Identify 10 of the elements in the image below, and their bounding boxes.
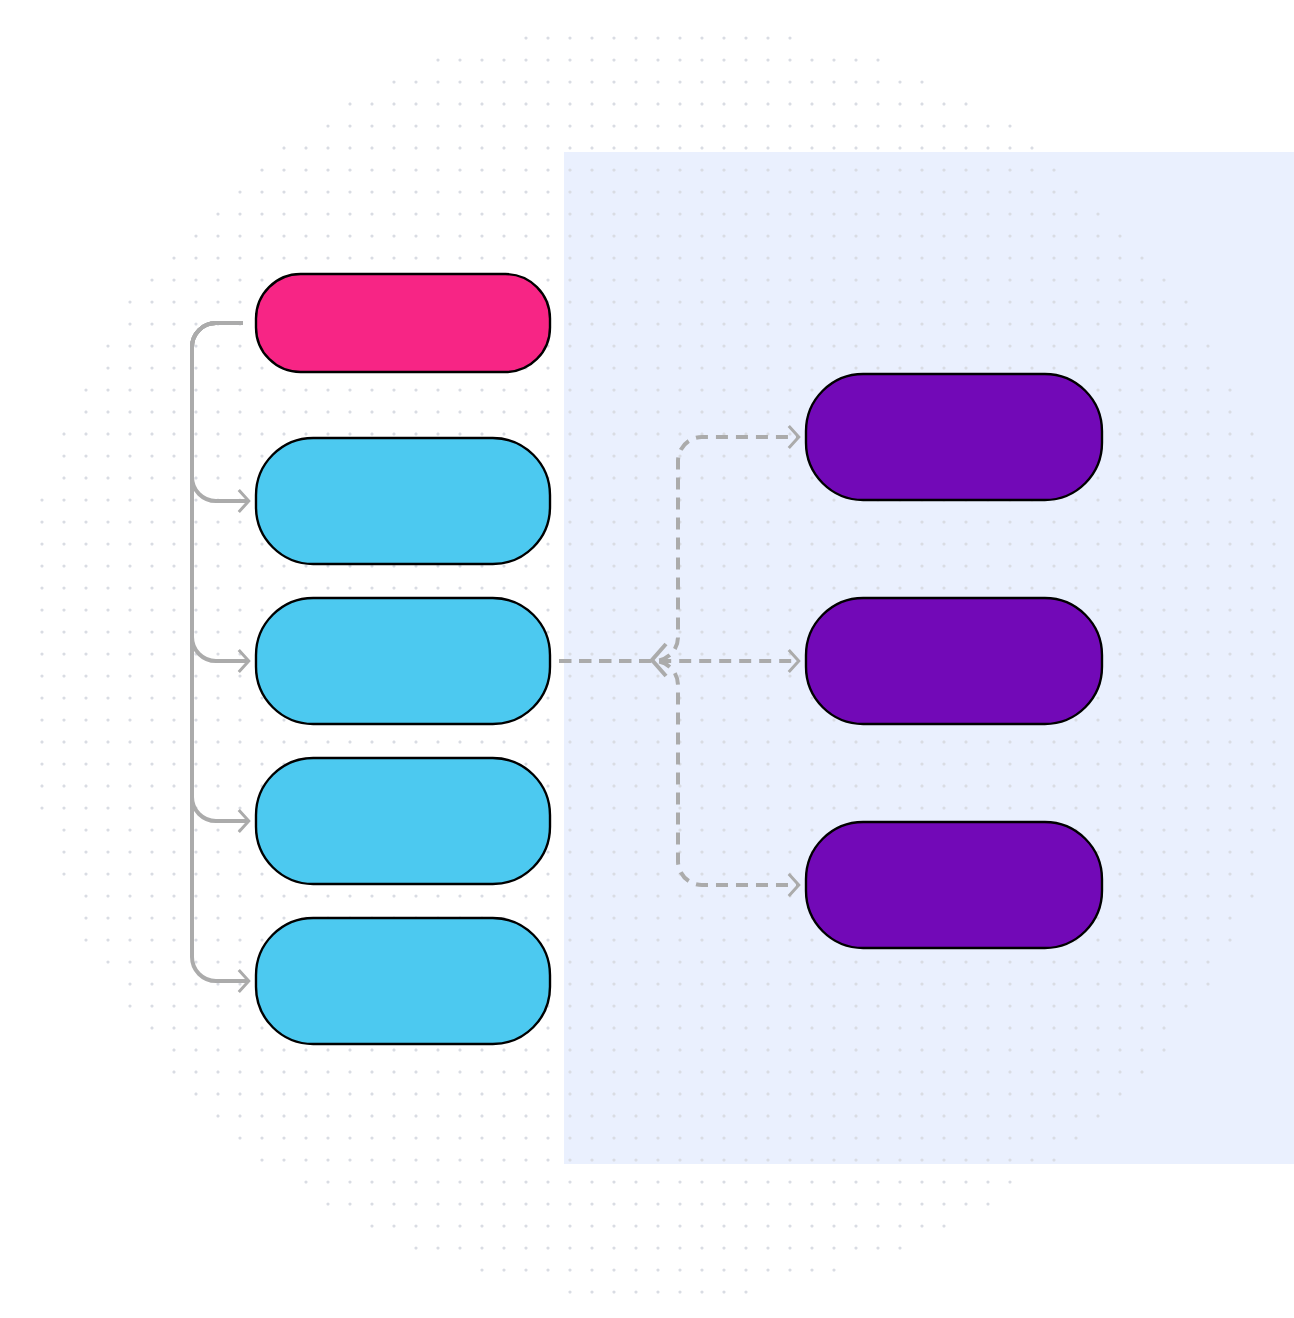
rounded-box — [804, 820, 1104, 950]
rounded-box — [254, 596, 552, 726]
rounded-box — [254, 756, 552, 886]
rounded-box — [804, 596, 1104, 726]
rounded-box — [254, 916, 552, 1046]
arrow — [190, 321, 251, 993]
rounded-box — [254, 272, 552, 374]
arrow — [559, 659, 801, 897]
rounded-box — [254, 436, 552, 566]
rounded-box — [804, 372, 1104, 502]
